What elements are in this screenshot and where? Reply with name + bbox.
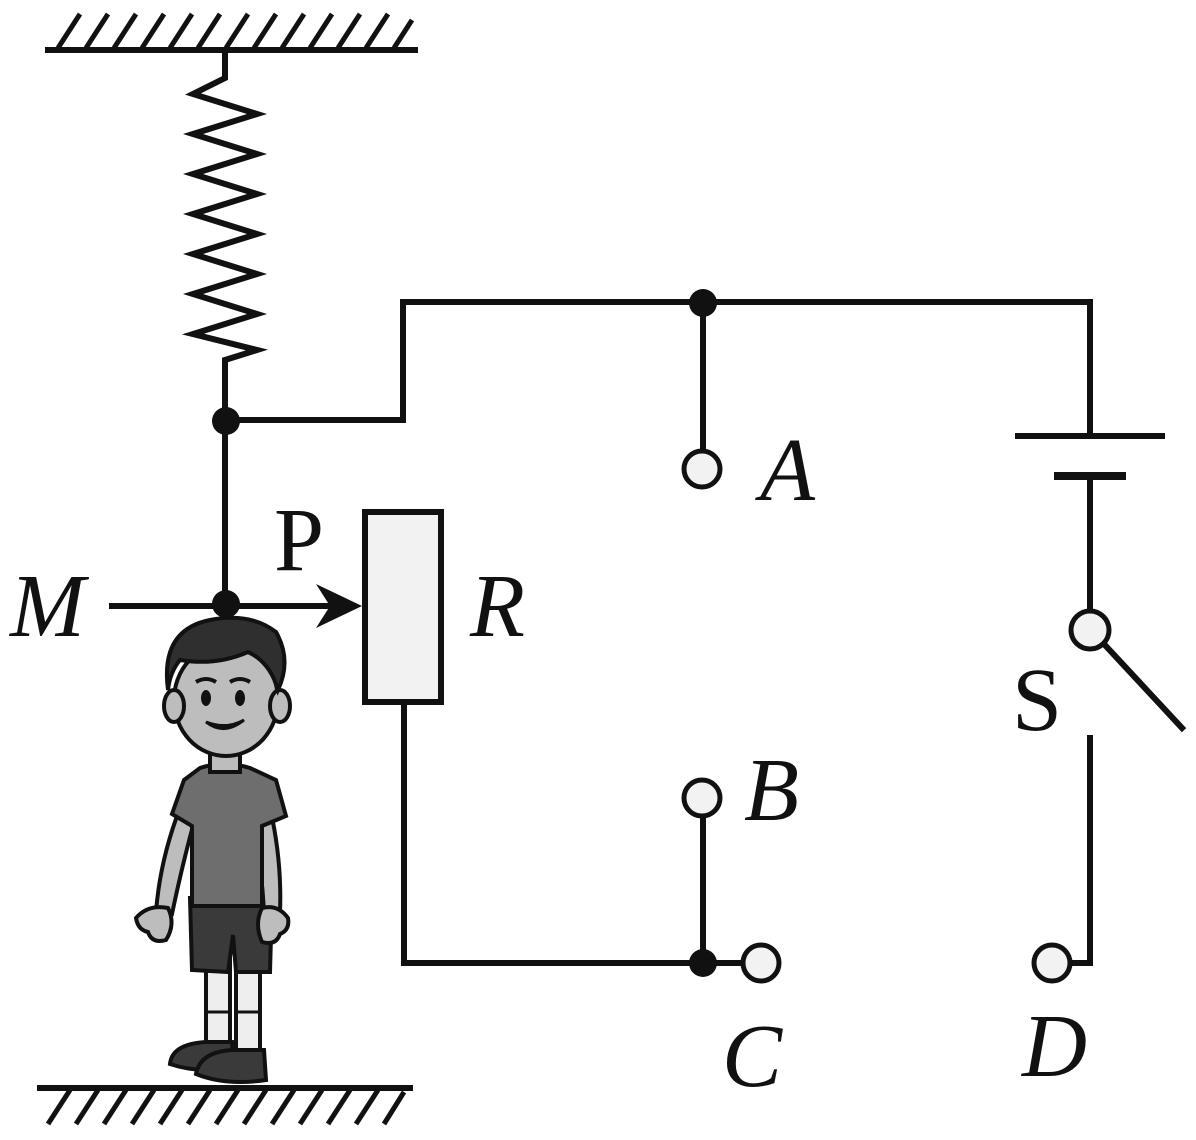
slider-contact-dot <box>212 590 240 618</box>
terminal-B <box>681 777 723 819</box>
ceiling-support <box>45 12 418 53</box>
label-C: C <box>722 1007 783 1106</box>
label-A: A <box>755 421 816 520</box>
junction-dot-spring <box>212 407 240 435</box>
label-P: P <box>274 491 324 590</box>
terminal-C <box>740 942 782 984</box>
label-D: D <box>1020 997 1087 1096</box>
label-R: R <box>469 557 525 656</box>
floor-support <box>37 1085 413 1126</box>
terminal-D <box>1031 942 1073 984</box>
spring-icon <box>181 49 269 423</box>
resistor-icon <box>362 509 444 705</box>
label-B: B <box>744 741 799 840</box>
terminal-A <box>681 448 723 490</box>
bottom-wire <box>401 699 745 966</box>
top-left-wire <box>222 299 1093 439</box>
label-M: M <box>8 557 90 656</box>
battery-icon <box>1015 433 1165 615</box>
boy-standing-icon <box>133 615 292 1084</box>
switch-icon <box>1067 608 1187 966</box>
label-S: S <box>1012 651 1062 750</box>
